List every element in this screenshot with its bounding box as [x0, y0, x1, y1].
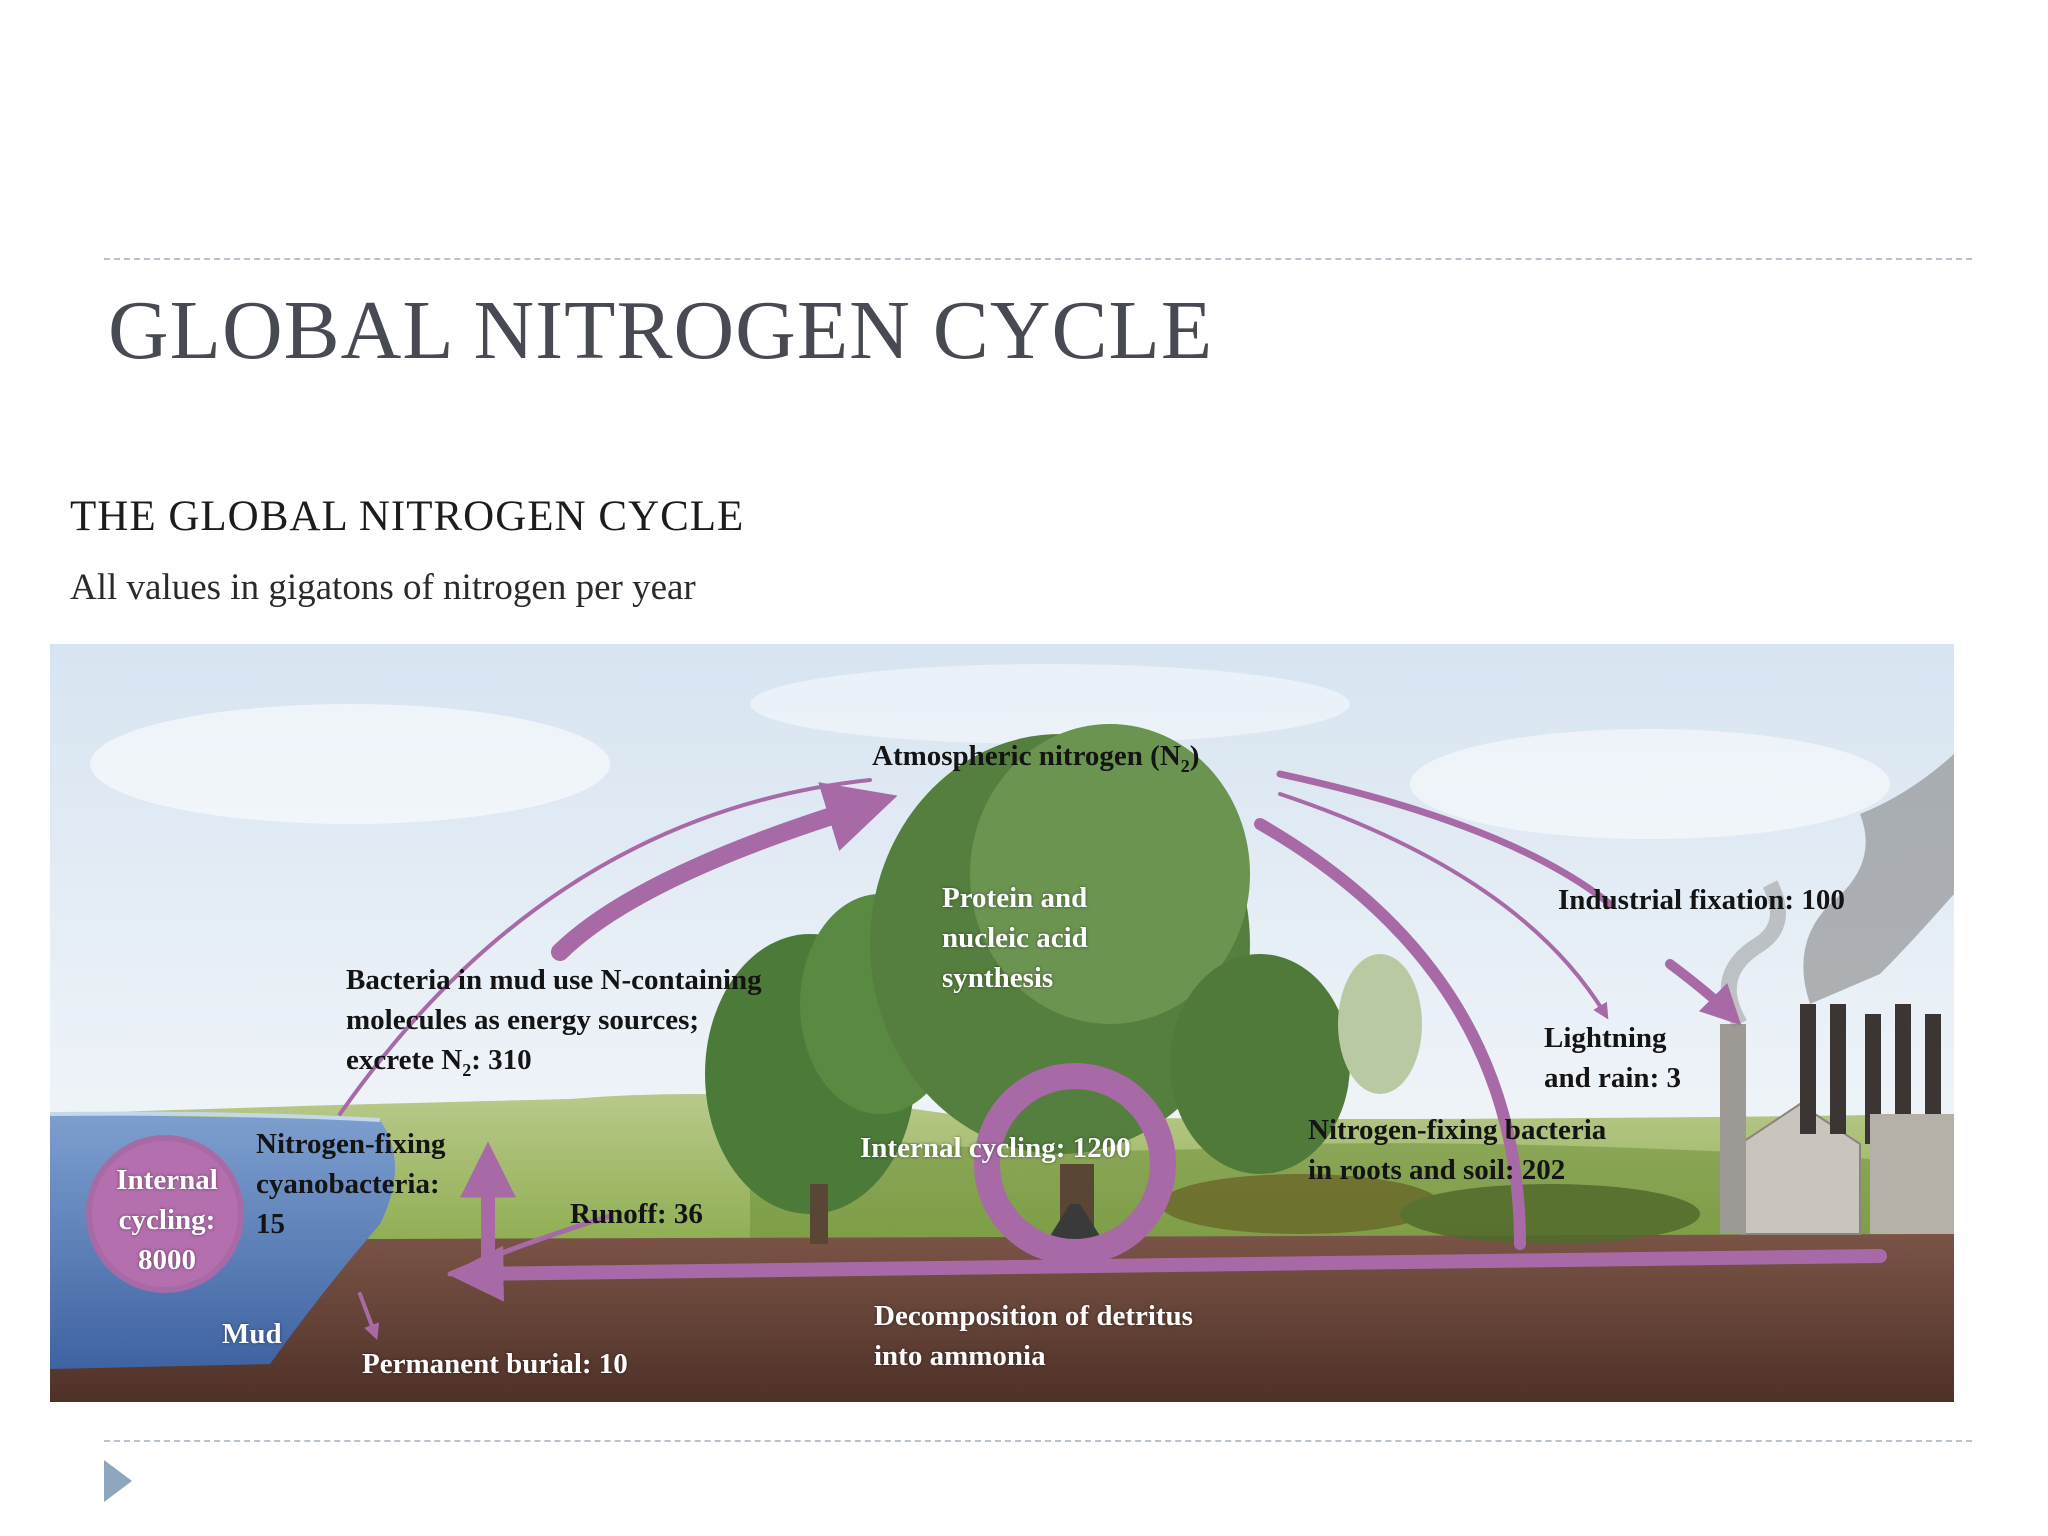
label-atmospheric-nitrogen: Atmospheric nitrogen (N2) [872, 740, 1200, 776]
diagram-illustration [50, 644, 1954, 1402]
label-nitrogen-fixing-roots: Nitrogen-fixing bacteria in roots and so… [1308, 1114, 1607, 1186]
trees [705, 724, 1422, 1254]
top-divider [104, 258, 1972, 260]
label-decomposition: Decomposition of detritus into ammonia [874, 1300, 1193, 1372]
label-bacteria-in-mud: Bacteria in mud use N-containing molecul… [346, 964, 762, 1080]
figure-title: THE GLOBAL NITROGEN CYCLE [70, 493, 745, 540]
label-industrial-fixation: Industrial fixation: 100 [1558, 884, 1845, 916]
bottom-divider [104, 1440, 1972, 1442]
label-mud: Mud [222, 1318, 282, 1350]
nitrogen-cycle-diagram: Atmospheric nitrogen (N2) Industrial fix… [50, 644, 1954, 1402]
figure-subtitle: All values in gigatons of nitrogen per y… [70, 567, 696, 608]
slide-bullet-icon [104, 1460, 132, 1502]
label-permanent-burial: Permanent burial: 10 [362, 1348, 628, 1380]
label-runoff: Runoff: 36 [570, 1198, 703, 1230]
slide-title: GLOBAL NITROGEN CYCLE [108, 284, 1214, 377]
label-nitrogen-fixing-cyanobacteria: Nitrogen-fixing cyanobacteria: 15 [256, 1128, 446, 1240]
label-internal-cycling-water: Internal cycling: 8000 [116, 1164, 218, 1276]
label-internal-cycling-land: Internal cycling: 1200 [860, 1132, 1131, 1164]
cycle-arrows [86, 770, 1887, 1340]
label-lightning-rain: Lightning and rain: 3 [1544, 1022, 1681, 1094]
label-protein-synthesis: Protein and nucleic acid synthesis [942, 882, 1088, 994]
factory [1720, 754, 1954, 1235]
